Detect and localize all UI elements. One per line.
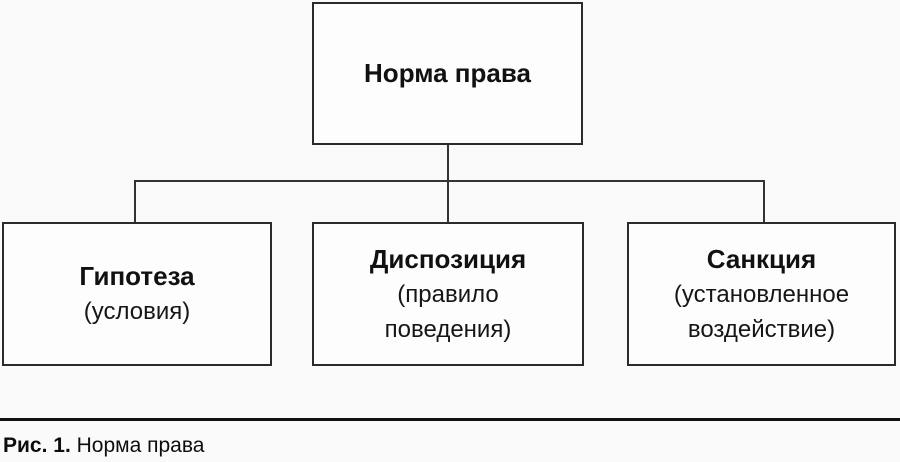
connector-right-vertical: [763, 181, 765, 222]
node-subtitle: (условия): [83, 298, 191, 325]
caption-divider: [0, 418, 900, 421]
figure-caption-text: Норма права: [70, 434, 205, 457]
node-title: Санкция: [706, 243, 817, 274]
connector-horizontal: [134, 180, 765, 182]
node-subtitle: (установленное воздействие): [673, 280, 850, 343]
node-sanktsiya: Санкция (установленное воздействие): [627, 222, 896, 366]
connector-root-vertical: [447, 145, 449, 181]
node-title: Диспозиция: [369, 243, 527, 274]
figure-caption-label: Рис. 1.: [3, 434, 71, 457]
node-gipoteza: Гипотеза (условия): [2, 222, 272, 366]
node-title: Гипотеза: [79, 261, 195, 291]
connector-center-vertical: [447, 181, 449, 222]
node-norma-prava: Норма права: [312, 2, 583, 145]
node-subtitle: (правило поведения): [384, 280, 512, 343]
node-dispozitsiya: Диспозиция (правило поведения): [312, 222, 584, 366]
connector-left-vertical: [134, 181, 136, 222]
figure-caption: Рис. 1. Норма права: [3, 433, 204, 459]
node-title: Норма права: [364, 58, 531, 88]
